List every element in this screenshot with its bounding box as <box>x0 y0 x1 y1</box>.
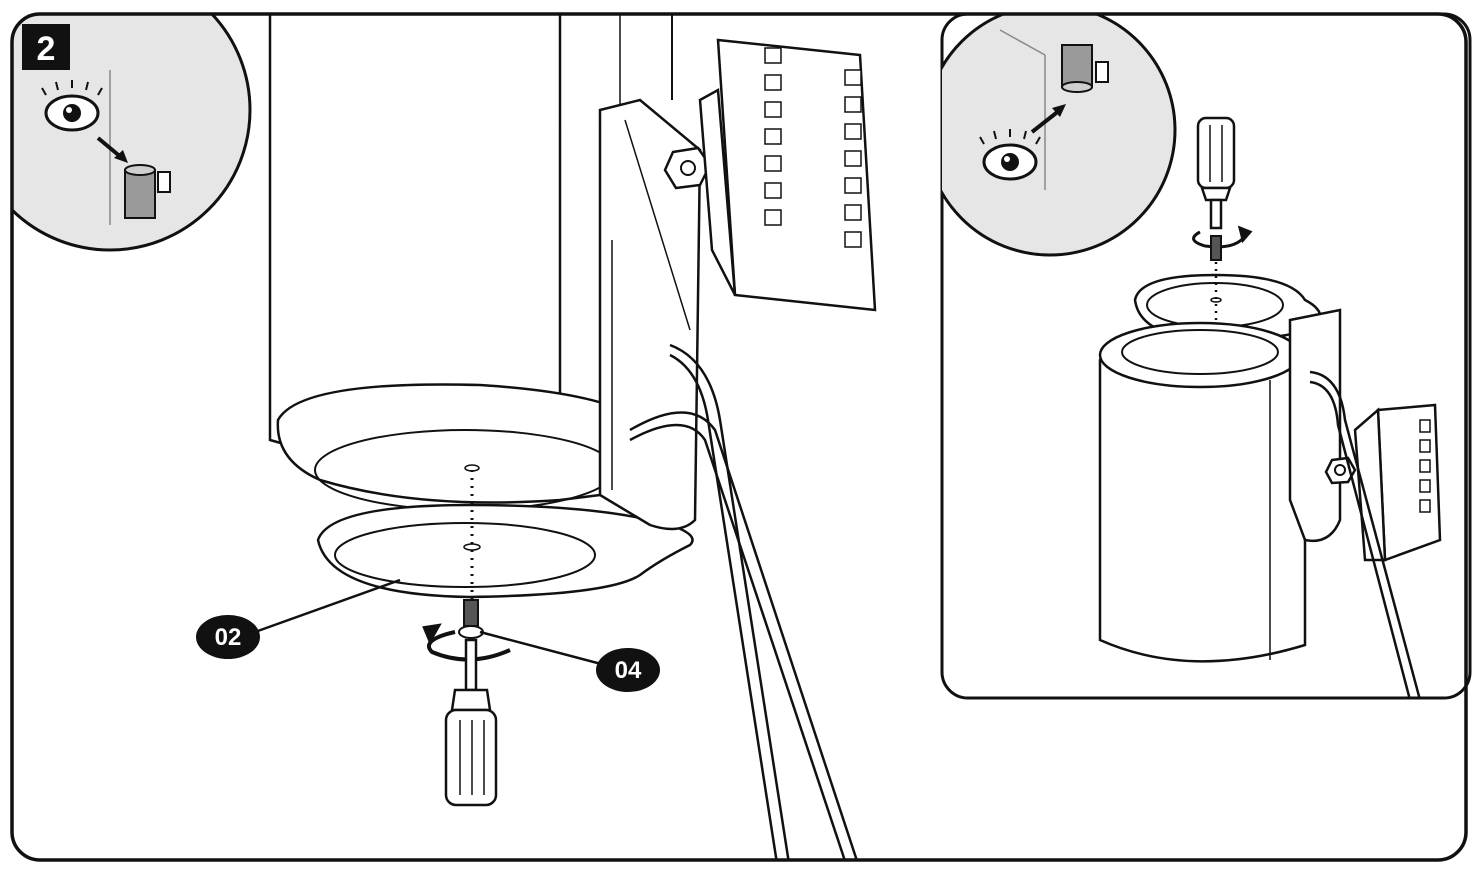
speaker-body <box>1098 321 1307 663</box>
screwdriver-icon <box>1196 116 1236 230</box>
mini-speaker-icon <box>124 164 171 219</box>
main-panel: 2 <box>12 14 877 860</box>
callout-04-label: 04 <box>615 657 642 684</box>
callout-04-leader <box>479 630 606 667</box>
screw <box>1210 235 1222 261</box>
screw-04 <box>458 599 484 639</box>
callout-02-leader <box>254 578 401 634</box>
bracket-arm <box>598 98 712 531</box>
screwdriver-icon <box>444 638 498 807</box>
rotate-arrow-icon <box>1192 225 1253 249</box>
rotate-arrow-icon <box>422 623 511 662</box>
step-number: 2 <box>37 30 56 68</box>
speaker-cables <box>1309 370 1422 698</box>
wall-clip <box>698 38 877 312</box>
step-badge: 2 <box>22 24 70 70</box>
result-inset-panel <box>940 12 1472 700</box>
mount-plate-02 <box>316 503 694 599</box>
view-inset-right <box>942 14 1177 257</box>
bracket-arm <box>1288 308 1357 543</box>
eye-icon <box>41 80 103 132</box>
eye-icon <box>979 129 1041 181</box>
outer-frame <box>10 12 1468 862</box>
speaker-cables <box>629 343 862 860</box>
callout-04: 04 <box>596 648 660 692</box>
mini-speaker-icon <box>1061 44 1109 93</box>
callout-02: 02 <box>196 615 260 659</box>
callout-02-label: 02 <box>215 624 242 651</box>
